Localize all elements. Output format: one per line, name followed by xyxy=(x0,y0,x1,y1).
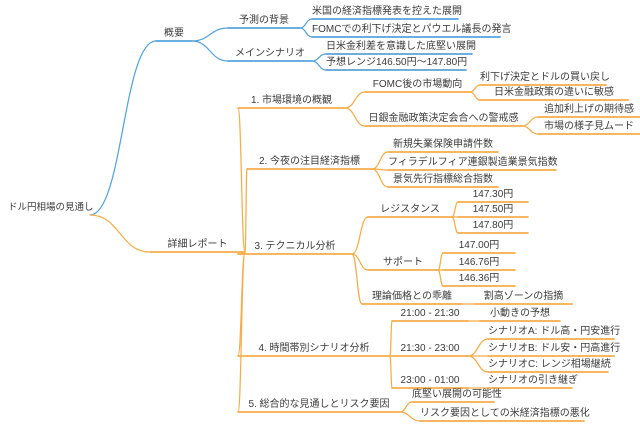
node-additional-hike-expectation[interactable]: 追加利上げの期待感 xyxy=(544,104,634,115)
node-wait-and-see-mood[interactable]: 市場の様子見ムード xyxy=(544,121,634,132)
node-rate-cut-dollar-buyback[interactable]: 利下げ決定とドルの買い戻し xyxy=(480,72,610,83)
node-us-data-deterioration-risk[interactable]: リスク要因としての米経済指標の悪化 xyxy=(420,408,590,419)
node-leading-economic-index[interactable]: 景気先行指標総合指数 xyxy=(393,174,493,185)
node-overall-outlook-and-risks[interactable]: 5. 総合的な見通しとリスク要因 xyxy=(248,399,390,410)
node-scenario-b[interactable]: シナリオB: ドル安・円高進行 xyxy=(488,343,621,354)
node-forecast-range[interactable]: 予想レンジ146.50円〜147.80円 xyxy=(326,57,468,68)
node-support-level-1[interactable]: 147.00円 xyxy=(458,240,500,251)
node-timeslot-2100-2130[interactable]: 21:00 - 21:30 xyxy=(400,308,460,319)
node-detailed-report[interactable]: 詳細レポート xyxy=(167,239,228,250)
node-us-indicators-awaited[interactable]: 米国の経済指標発表を控えた展開 xyxy=(312,6,462,17)
node-philly-fed-manufacturing-index[interactable]: フィラデルフィア連銀製造業景気指数 xyxy=(388,157,558,168)
node-support-level-3[interactable]: 146.36円 xyxy=(458,273,500,284)
node-market-environment-overview[interactable]: 1. 市場環境の概観 xyxy=(250,95,333,106)
node-theoretical-price-gap[interactable]: 理論価格との乖離 xyxy=(372,291,452,302)
node-support[interactable]: サポート xyxy=(383,257,423,268)
node-main-scenario[interactable]: メインシナリオ xyxy=(235,48,305,59)
node-policy-difference-sensitivity[interactable]: 日米金融政策の違いに敏感 xyxy=(494,87,614,98)
node-scenario-a[interactable]: シナリオA: ドル高・円安進行 xyxy=(488,326,621,337)
node-rate-differential-firmness[interactable]: 日米金利差を意識した底堅い展開 xyxy=(326,41,476,52)
node-resistance-level-2[interactable]: 147.50円 xyxy=(472,204,514,215)
node-resistance[interactable]: レジスタンス xyxy=(380,204,440,215)
node-timeslot-2130-2300[interactable]: 21:30 - 23:00 xyxy=(400,343,460,354)
node-overvalued-zone[interactable]: 割高ゾーンの指摘 xyxy=(483,291,564,302)
node-usdjpy-outlook[interactable]: ドル円相場の見通し xyxy=(8,202,94,213)
node-forecast-background[interactable]: 予測の背景 xyxy=(239,15,289,26)
node-timeslot-2300-0100[interactable]: 23:00 - 01:00 xyxy=(400,375,460,386)
node-boj-meeting-caution[interactable]: 日銀金融政策決定会合への警戒感 xyxy=(368,113,519,124)
node-resistance-level-1[interactable]: 147.30円 xyxy=(472,189,514,200)
node-post-fomc-market-trend[interactable]: FOMC後の市場動向 xyxy=(372,79,463,90)
node-scenario-c[interactable]: シナリオC: レンジ相場継続 xyxy=(488,359,611,370)
node-tonight-key-indicators[interactable]: 2. 今夜の注目経済指標 xyxy=(258,156,361,167)
node-fomc-cut-powell-remarks[interactable]: FOMCでの利下げ決定とパウエル議長の発言 xyxy=(312,24,512,35)
node-resistance-level-3[interactable]: 147.80円 xyxy=(472,220,514,231)
node-jobless-claims[interactable]: 新規失業保険申請件数 xyxy=(393,139,493,150)
node-overview[interactable]: 概要 xyxy=(164,28,184,39)
node-support-level-2[interactable]: 146.76円 xyxy=(458,257,500,268)
node-technical-analysis[interactable]: 3. テクニカル分析 xyxy=(254,241,336,252)
node-time-slot-scenario-analysis[interactable]: 4. 時間帯別シナリオ分析 xyxy=(258,343,370,354)
node-firm-development-possibility[interactable]: 底堅い展開の可能性 xyxy=(412,389,502,400)
node-scenario-handover[interactable]: シナリオの引き継ぎ xyxy=(488,375,578,386)
node-small-move-forecast[interactable]: 小動きの予想 xyxy=(490,308,550,319)
